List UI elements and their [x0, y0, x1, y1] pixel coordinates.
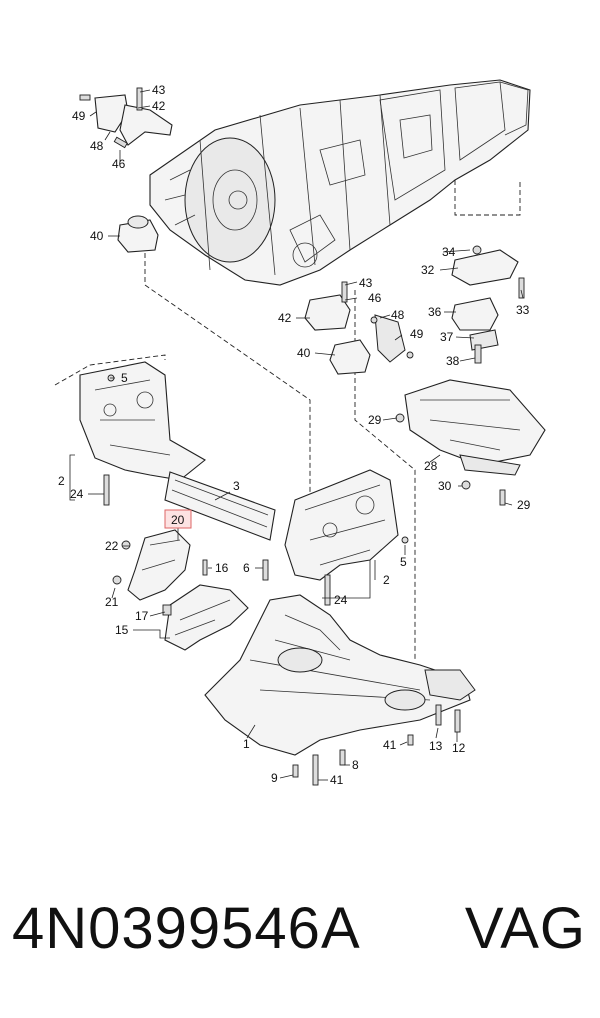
callout-20-highlight	[164, 509, 192, 529]
callout-labels: 49 43 42 48 46 40 34 32 33 36 37 38 43 4…	[58, 83, 531, 787]
callout-16: 16	[215, 561, 229, 575]
callout-12: 12	[452, 741, 466, 755]
callout-3: 3	[233, 479, 240, 493]
callout-43b: 43	[359, 276, 373, 290]
callout-17: 17	[135, 609, 149, 623]
brand-label: VAG	[464, 896, 586, 961]
callout-36: 36	[428, 305, 442, 319]
callout-41b: 41	[330, 773, 344, 787]
leader-lines	[69, 89, 524, 781]
callout-22: 22	[105, 539, 119, 553]
callout-13: 13	[429, 739, 443, 753]
callout-40a: 40	[90, 229, 104, 243]
callout-21: 21	[105, 595, 119, 609]
callout-40b: 40	[297, 346, 311, 360]
callout-46a: 46	[112, 157, 126, 171]
right-mount-group	[451, 245, 525, 364]
callout-41a: 41	[383, 738, 397, 752]
callout-33: 33	[516, 303, 530, 317]
callout-20: 20	[171, 513, 185, 527]
callout-24b: 24	[334, 593, 348, 607]
callout-37: 37	[440, 330, 454, 344]
callout-6: 6	[243, 561, 250, 575]
callout-28: 28	[424, 459, 438, 473]
exploded-parts-diagram: 49 43 42 48 46 40 34 32 33 36 37 38 43 4…	[54, 79, 546, 787]
heat-shield-part-20	[112, 529, 208, 601]
callout-30: 30	[438, 479, 452, 493]
callout-48a: 48	[90, 139, 104, 153]
callout-48b: 48	[391, 308, 405, 322]
callout-38: 38	[446, 354, 460, 368]
center-mount-group	[304, 281, 414, 375]
callout-8: 8	[352, 758, 359, 772]
callout-49b: 49	[410, 327, 424, 341]
callout-34: 34	[442, 245, 456, 259]
callout-5a: 5	[121, 371, 128, 385]
callout-32: 32	[421, 263, 435, 277]
callout-2a: 2	[58, 474, 65, 488]
callout-29b: 29	[517, 498, 531, 512]
callout-1: 1	[243, 737, 250, 751]
callout-29a: 29	[368, 413, 382, 427]
callout-24a: 24	[70, 487, 84, 501]
underbody-subframe	[204, 594, 476, 786]
left-mount-upper-group	[79, 87, 173, 253]
heat-shield-part-15	[162, 584, 249, 651]
rear-crossmember	[395, 379, 546, 506]
right-subframe-bracket	[262, 469, 409, 606]
transmission-assembly	[149, 79, 531, 286]
callout-2b: 2	[383, 573, 390, 587]
callout-42a: 42	[152, 99, 166, 113]
callout-5b: 5	[400, 555, 407, 569]
callout-49a: 49	[72, 109, 86, 123]
left-subframe-bracket	[79, 361, 206, 506]
callout-15: 15	[115, 623, 129, 637]
reinforcement-plate	[164, 471, 276, 541]
callout-46b: 46	[368, 291, 382, 305]
footer: 4N0399546A VAG	[0, 895, 600, 985]
callout-42b: 42	[278, 311, 292, 325]
callout-43a: 43	[152, 83, 166, 97]
part-number: 4N0399546A	[12, 896, 361, 961]
callout-9: 9	[271, 771, 278, 785]
